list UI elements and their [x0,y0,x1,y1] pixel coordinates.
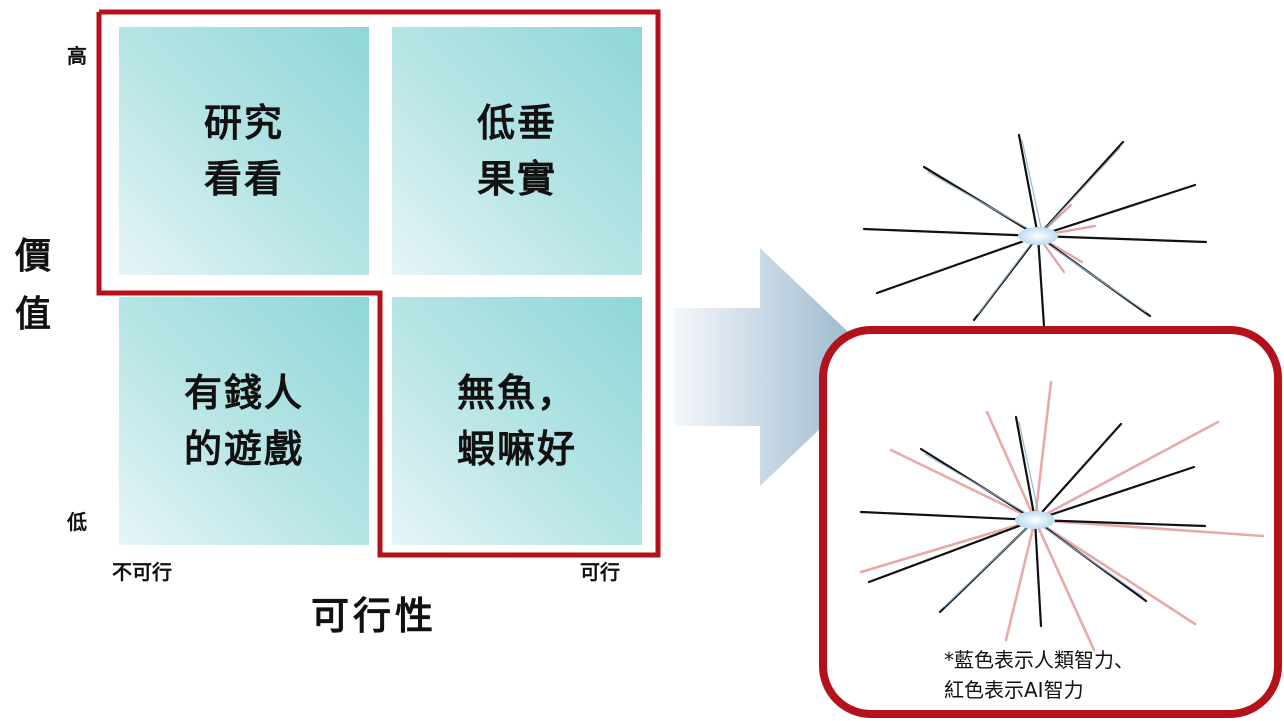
legend-note-line-1: *藍色表示人類智力、 [944,648,1134,672]
x-axis-left-label: 不可行 [112,560,172,584]
quadrant-bottom-right: 無魚， 蝦嘛好 [392,297,642,545]
legend-note-line-2: 紅色表示AI智力 [944,678,1084,702]
quadrant-top-left-label: 研究 看看 [203,101,284,201]
y-axis-low-label: 低 [67,510,87,534]
x-axis-label: 可行性 [311,594,438,638]
y-axis-label-char-1: 價 [14,236,51,277]
quadrant-bottom-left: 有錢人 的遊戲 [119,297,369,545]
legend-note: *藍色表示人類智力、 紅色表示AI智力 [944,645,1134,705]
quadrant-bottom-right-label: 無魚， 蝦嘛好 [456,371,577,471]
x-axis-right-label: 可行 [580,560,620,584]
y-axis-label: 價 值 [13,228,53,344]
quadrant-bottom-left-label: 有錢人 的遊戲 [183,371,304,471]
y-axis-high-label: 高 [67,44,87,68]
quadrant-top-right: 低垂 果實 [392,27,642,275]
arrow-right-icon [674,248,885,486]
quadrant-top-left: 研究 看看 [119,27,369,275]
star-human-only [862,133,1208,328]
quadrant-top-right-label: 低垂 果實 [476,101,557,201]
y-axis-label-char-2: 值 [14,294,51,335]
star-human-and-ai [859,380,1265,652]
